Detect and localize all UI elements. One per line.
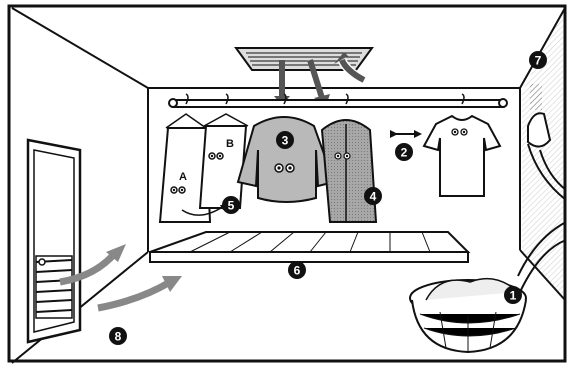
svg-text:3: 3 <box>282 134 289 148</box>
label-badge-5: 5 <box>222 196 240 214</box>
svg-text:5: 5 <box>228 199 235 213</box>
label-badge-2: 2 <box>395 143 413 161</box>
hanging-rod <box>169 99 507 107</box>
svg-text:4: 4 <box>370 190 377 204</box>
label-badge-6: 6 <box>288 261 306 279</box>
label-a: A <box>179 171 187 183</box>
svg-text:1: 1 <box>510 289 517 303</box>
svg-text:8: 8 <box>115 330 122 344</box>
svg-text:2: 2 <box>401 146 408 160</box>
label-badge-1: 1 <box>504 286 522 304</box>
svg-text:7: 7 <box>535 54 542 68</box>
label-badge-8: 8 <box>109 327 127 345</box>
label-badge-3: 3 <box>276 131 294 149</box>
label-b: B <box>226 138 234 150</box>
door <box>28 140 80 342</box>
label-badge-7: 7 <box>529 51 547 69</box>
svg-text:6: 6 <box>294 264 301 278</box>
label-badge-4: 4 <box>364 187 382 205</box>
door-knob <box>39 259 45 265</box>
floor-platform <box>150 232 468 262</box>
